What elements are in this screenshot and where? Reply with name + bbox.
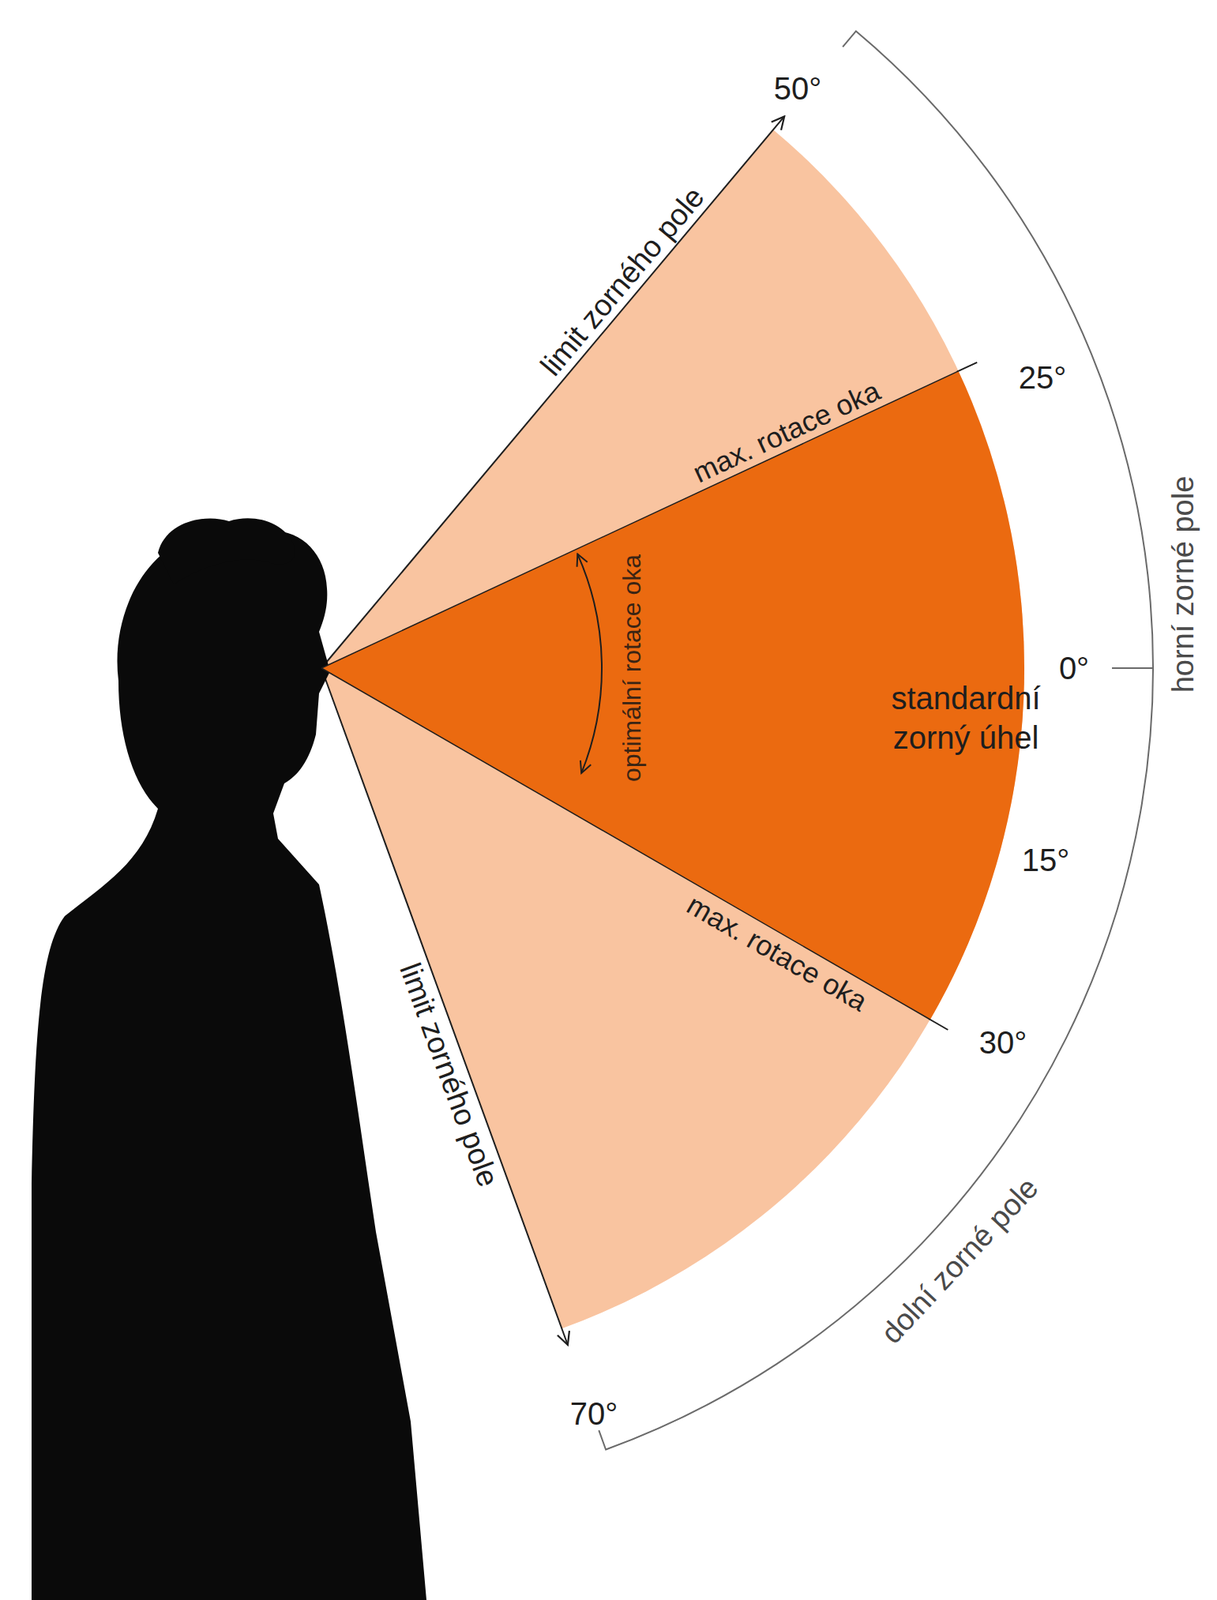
- viewing-angle-sector: standardní zorný úhel: [321, 371, 1028, 1020]
- rotation-tick: [928, 1018, 948, 1030]
- degree-label: 30°: [979, 1026, 1028, 1059]
- upper-field-label: horní zorné pole: [1168, 476, 1199, 694]
- optimal-rotation-label: optimální rotace oka: [619, 554, 645, 782]
- degree-label: 70°: [570, 1397, 619, 1430]
- zero-tick: [1111, 667, 1154, 669]
- degree-label: 15°: [1021, 844, 1071, 876]
- hair-curls: [157, 518, 296, 585]
- degree-label: 50°: [773, 72, 823, 105]
- degree-label: 25°: [1018, 361, 1067, 394]
- sector-label: standardní zorný úhel: [867, 678, 1065, 758]
- lower-field-label: dolní zorné pole: [875, 1171, 1044, 1349]
- optimal-rotation-arrow: [577, 554, 602, 774]
- degree-label: 0°: [1059, 652, 1090, 684]
- rotation-tick: [957, 362, 977, 372]
